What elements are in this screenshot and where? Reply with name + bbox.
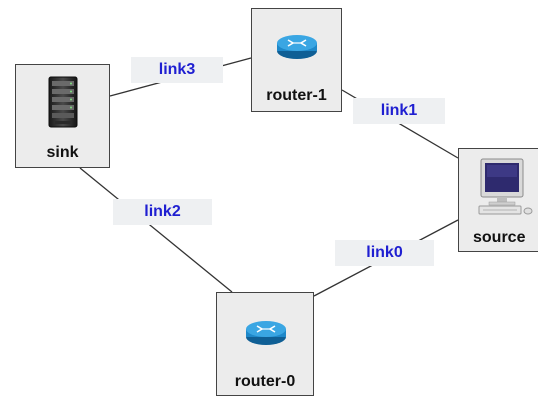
node-router-1[interactable]: router-1	[251, 8, 342, 112]
node-sink[interactable]: sink	[15, 64, 110, 168]
link2-label[interactable]: link2	[113, 199, 212, 225]
link2-line	[79, 167, 233, 293]
link0-label[interactable]: link0	[335, 240, 434, 266]
router-0-label: router-0	[234, 373, 296, 390]
sink-label: sink	[46, 144, 79, 161]
server-rack-icon	[48, 76, 78, 128]
router-icon	[277, 35, 317, 59]
router-1-label: router-1	[266, 87, 327, 104]
router-icon	[246, 321, 286, 345]
source-label: source	[473, 229, 526, 246]
desktop-computer-icon	[478, 158, 533, 215]
node-router-0[interactable]: router-0	[216, 292, 314, 396]
node-source[interactable]: source	[458, 148, 538, 252]
link3-label[interactable]: link3	[131, 57, 223, 83]
link1-label[interactable]: link1	[353, 98, 445, 124]
